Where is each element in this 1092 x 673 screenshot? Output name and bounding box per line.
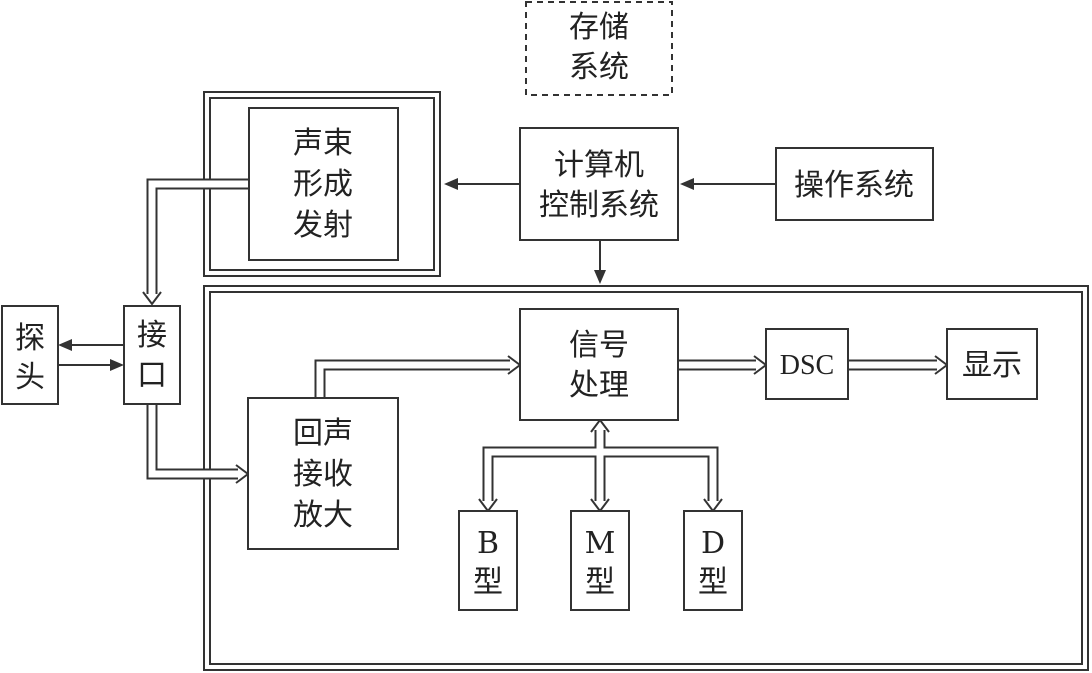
probe-to-interface-arrow — [58, 359, 124, 371]
svg-text:信号: 信号 — [569, 328, 629, 363]
svg-text:存储: 存储 — [569, 10, 629, 45]
signal-to-dsc-connector — [678, 355, 768, 375]
display-block: 显示 — [946, 328, 1038, 400]
svg-text:型: 型 — [585, 565, 615, 600]
svg-text:M: M — [585, 526, 616, 561]
computer-to-beam-arrow — [444, 178, 520, 190]
svg-text:放大: 放大 — [293, 498, 353, 533]
dsc-to-display-connector — [848, 355, 949, 375]
svg-text:型: 型 — [698, 565, 728, 600]
echo-receive-amplify-block: 回声 接收 放大 — [247, 397, 399, 550]
svg-text:操作系统: 操作系统 — [794, 168, 914, 203]
svg-text:型: 型 — [473, 565, 503, 600]
interface-to-probe-arrow — [58, 339, 124, 351]
signal-to-modes-connector — [478, 418, 723, 513]
dsc-block: DSC — [765, 328, 849, 400]
svg-text:显示: 显示 — [962, 348, 1022, 383]
echo-to-signal-connector — [314, 355, 522, 398]
svg-text:控制系统: 控制系统 — [539, 188, 659, 223]
svg-text:声束: 声束 — [293, 126, 353, 161]
svg-text:接: 接 — [137, 318, 167, 353]
svg-text:探: 探 — [15, 321, 45, 356]
operation-system-block: 操作系统 — [775, 147, 934, 221]
svg-text:接收: 接收 — [293, 457, 353, 492]
storage-system-block: 存储 系统 — [525, 1, 673, 96]
beam-forming-transmit-block: 声束 形成 发射 — [248, 107, 399, 261]
svg-text:口: 口 — [137, 358, 167, 393]
signal-processing-block: 信号 处理 — [519, 308, 679, 421]
b-mode-block: B 型 — [458, 510, 518, 611]
svg-text:计算机: 计算机 — [554, 148, 644, 183]
operation-to-computer-arrow — [680, 178, 776, 190]
svg-text:DSC: DSC — [780, 350, 834, 381]
svg-text:D: D — [701, 526, 725, 561]
computer-to-processing-arrow — [594, 240, 606, 284]
d-mode-block: D 型 — [683, 510, 743, 611]
svg-text:系统: 系统 — [569, 50, 629, 85]
computer-control-system-block: 计算机 控制系统 — [519, 127, 679, 241]
probe-block: 探 头 — [1, 305, 59, 405]
svg-text:形成: 形成 — [293, 167, 353, 202]
svg-text:回声: 回声 — [293, 416, 353, 451]
svg-text:处理: 处理 — [569, 368, 629, 403]
svg-text:头: 头 — [15, 360, 45, 395]
interface-block: 接 口 — [123, 305, 181, 405]
interface-to-echo-connector — [146, 405, 250, 484]
beam-to-interface-connector — [142, 178, 248, 306]
m-mode-block: M 型 — [570, 510, 630, 611]
svg-text:发射: 发射 — [293, 208, 353, 243]
svg-text:B: B — [477, 526, 499, 561]
